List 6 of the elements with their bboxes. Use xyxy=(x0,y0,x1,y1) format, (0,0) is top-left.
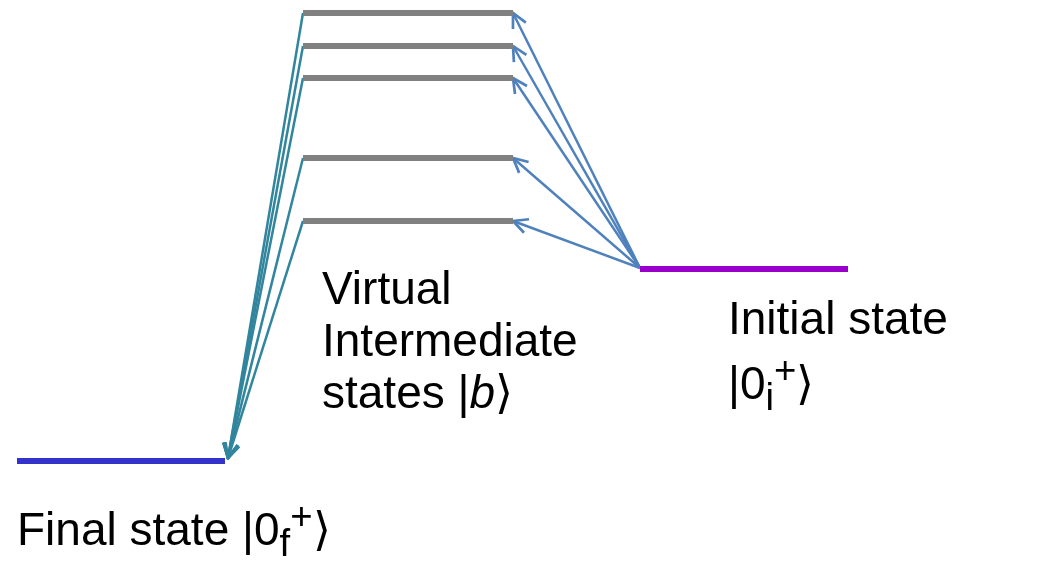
state-label: Final state |0$_{f}$$^{+}$⟩ xyxy=(17,493,332,566)
arrow xyxy=(224,220,305,460)
state-label: Initial state |0$_{i}$$^{+}$⟩ xyxy=(728,292,949,420)
group-label: Virtual Intermediate states |b⟩ xyxy=(322,262,579,418)
arrow xyxy=(511,156,641,269)
arrow xyxy=(511,217,641,270)
